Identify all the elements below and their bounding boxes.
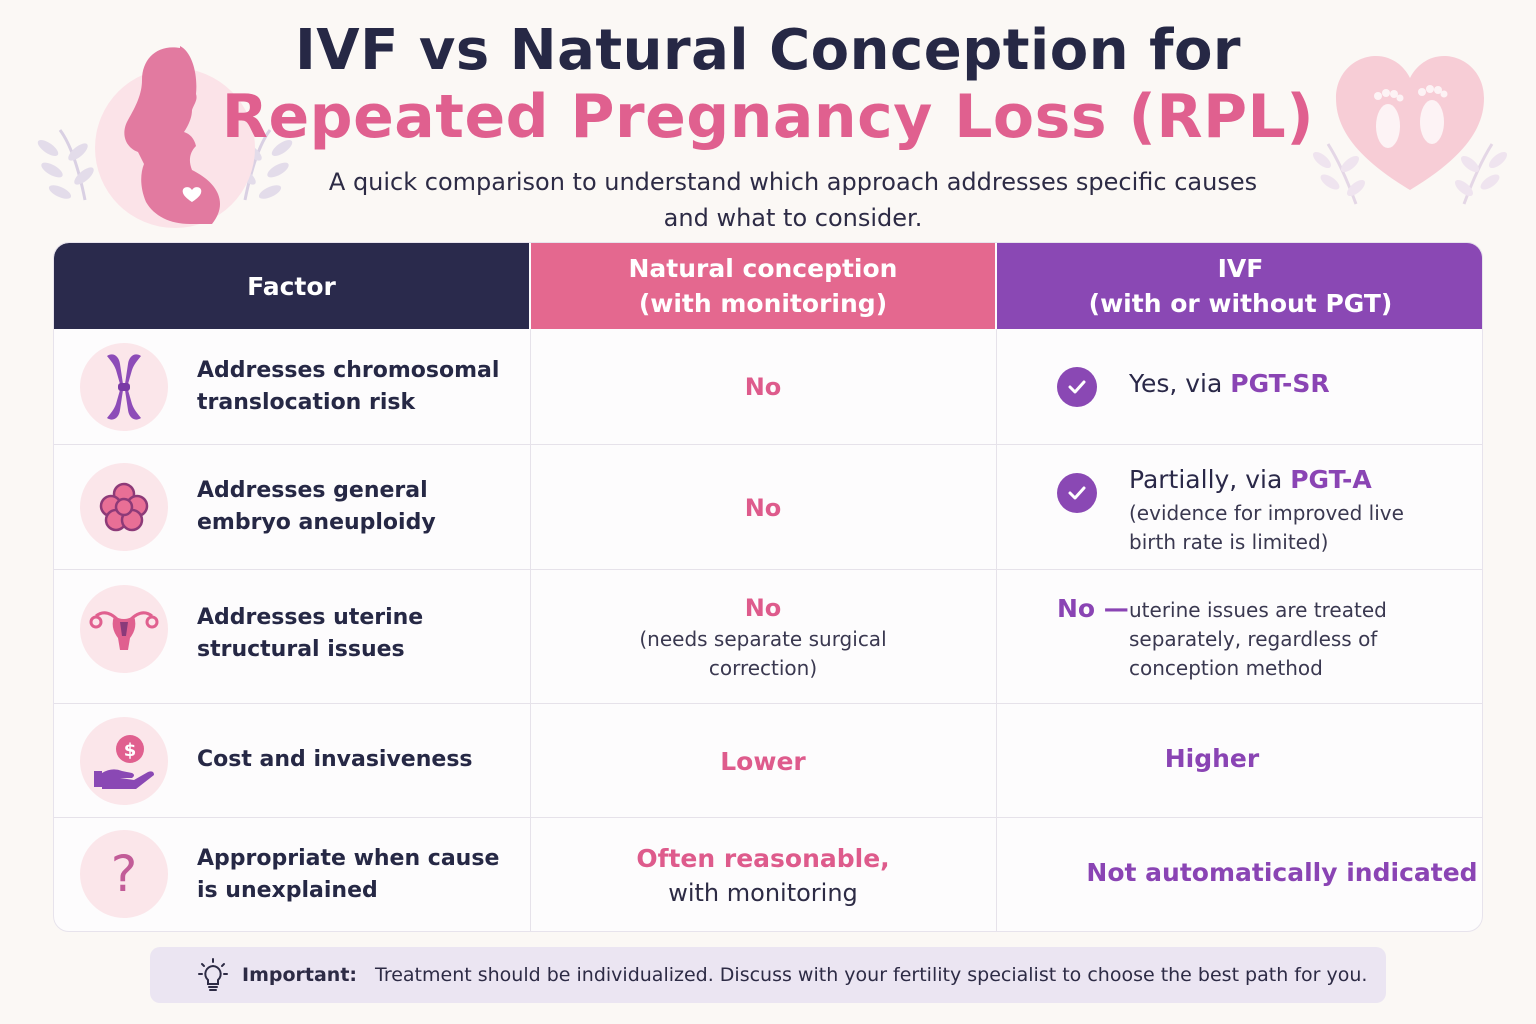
table-row: Addresses chromosomal translocation risk… xyxy=(54,329,1482,445)
important-text: Treatment should be individualized. Disc… xyxy=(375,964,1368,986)
important-label: Important: xyxy=(242,964,358,986)
lightbulb-icon xyxy=(198,958,228,992)
uterus-icon xyxy=(80,585,168,673)
column-header-factor: Factor xyxy=(54,243,529,329)
factor-label: Addresses general embryo aneuploidy xyxy=(197,478,436,535)
column-header-natural: Natural conception (with monitoring) xyxy=(531,243,995,329)
question-icon: ? xyxy=(80,830,168,918)
factor-label: Addresses chromosomal translocation risk xyxy=(197,358,500,415)
ivf-value: Partially, via PGT-A xyxy=(1129,465,1372,494)
ivf-value-text: Yes, via xyxy=(1129,369,1231,398)
table-row: $ Cost and invasiveness Lower Higher xyxy=(54,704,1482,818)
natural-value: No xyxy=(744,493,782,522)
page-title-line2: Repeated Pregnancy Loss (RPL) xyxy=(221,82,1315,152)
table-row: ? Appropriate when cause is unexplained … xyxy=(54,818,1482,931)
ivf-value-highlight: PGT-A xyxy=(1290,465,1372,494)
comparison-table: Factor Natural conception (with monitori… xyxy=(53,242,1483,932)
ivf-note: (evidence for improved live birth rate i… xyxy=(1129,501,1404,554)
ivf-value-highlight: PGT-SR xyxy=(1230,369,1330,398)
chromosome-icon xyxy=(80,343,168,431)
natural-note: with monitoring xyxy=(668,878,858,907)
natural-note: (needs separate surgical correction) xyxy=(639,627,887,680)
natural-value: No xyxy=(744,594,782,622)
factor-label: Addresses uterine structural issues xyxy=(197,605,424,662)
table-row: Addresses uterine structural issues No (… xyxy=(54,570,1482,704)
column-divider xyxy=(996,329,997,931)
ivf-value-text: Partially, via xyxy=(1129,465,1291,494)
factor-label: Appropriate when cause is unexplained xyxy=(197,846,500,903)
check-icon xyxy=(1057,473,1097,513)
ivf-value-highlight: Higher xyxy=(1164,744,1260,773)
pregnant-woman-illustration xyxy=(30,20,300,230)
column-divider xyxy=(530,329,531,931)
page-subtitle: A quick comparison to understand which a… xyxy=(328,168,1258,232)
baby-footprints-heart-illustration xyxy=(1310,44,1510,220)
svg-text:$: $ xyxy=(124,740,137,761)
natural-value: Often reasonable, xyxy=(636,843,890,873)
ivf-value: Yes, via PGT-SR xyxy=(1129,369,1330,398)
ivf-value-highlight: Not automatically indicated xyxy=(1086,858,1478,887)
table-row: Addresses general embryo aneuploidy No P… xyxy=(54,445,1482,570)
ivf-note: uterine issues are treated separately, r… xyxy=(1129,598,1387,680)
natural-value: Lower xyxy=(720,746,806,776)
page-title-line1: IVF vs Natural Conception for xyxy=(294,18,1242,83)
natural-value: No xyxy=(744,373,782,401)
embryo-icon xyxy=(80,463,168,551)
money-hand-icon: $ xyxy=(80,717,168,805)
ivf-value-highlight: No — xyxy=(1057,594,1129,623)
important-note: Important: Treatment should be individua… xyxy=(150,947,1386,1003)
check-icon xyxy=(1057,367,1097,407)
factor-label: Cost and invasiveness xyxy=(197,747,473,772)
column-header-ivf: IVF (with or without PGT) xyxy=(997,243,1482,329)
